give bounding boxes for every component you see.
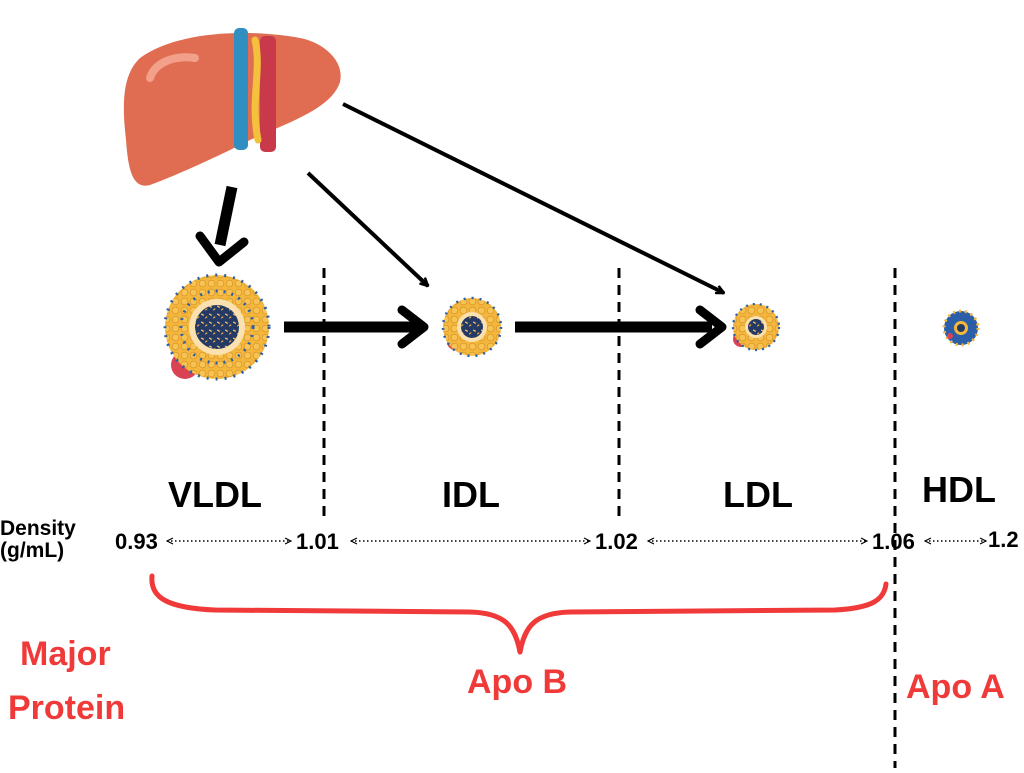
ldl-particle-icon — [731, 302, 781, 352]
arrow-liver-to-ldl — [342, 102, 724, 295]
apo-a-label: Apo A — [906, 668, 1005, 706]
density-title-line2: (g/mL) — [0, 539, 65, 562]
density-value-3: 1.06 — [872, 529, 915, 554]
arrow-liver-to-idl — [306, 171, 428, 286]
hdl-particle-icon — [942, 309, 980, 347]
density-dividers — [322, 268, 897, 768]
density-title-line1: Density — [0, 517, 76, 540]
class-label-ldl: LDL — [723, 474, 793, 515]
apo-b-label: Apo B — [467, 663, 568, 701]
apo-b-brace — [149, 573, 889, 655]
secretion-arrows — [195, 102, 724, 295]
density-value-2: 1.02 — [595, 529, 638, 554]
class-label-idl: IDL — [442, 474, 500, 515]
density-value-1: 1.01 — [296, 529, 339, 554]
density-value-0: 0.93 — [115, 529, 158, 554]
vldl-particle-icon — [163, 273, 271, 381]
protein-title-line2: Protein — [8, 689, 126, 727]
liver-icon — [123, 28, 341, 186]
class-label-hdl: HDL — [922, 469, 996, 510]
class-label-vldl: VLDL — [168, 474, 262, 515]
density-value-4: 1.2 — [988, 527, 1019, 552]
density-title: Density (g/mL) — [0, 518, 76, 562]
arrow-head-vldl — [195, 231, 249, 267]
conversion-arrows — [284, 305, 727, 349]
idl-particle-icon — [441, 296, 503, 358]
protein-title-line1: Major — [20, 635, 111, 673]
